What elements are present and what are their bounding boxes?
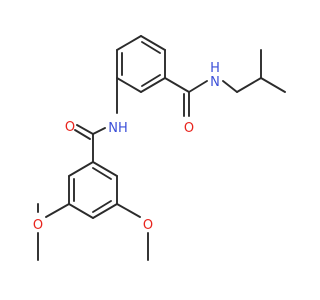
methoxy-oxygen-label-right: O xyxy=(143,218,153,233)
upper-benzene-ring xyxy=(116,35,166,93)
amide-nh-label: NH xyxy=(108,121,128,136)
isobutyl-amide-group xyxy=(164,49,286,117)
amide-n-label: N xyxy=(210,75,220,90)
methoxy-groups xyxy=(37,203,149,261)
carbonyl-oxygen-label-left: O xyxy=(65,120,75,135)
lower-benzene-ring xyxy=(68,161,118,219)
molecule-structure: O O NH H N O O xyxy=(33,35,286,261)
carbonyl-oxygen-label-right: O xyxy=(184,121,194,136)
amide-h-label: H xyxy=(210,61,220,76)
methoxy-oxygen-label-left: O xyxy=(33,218,43,233)
benzamide-linkage xyxy=(74,77,118,163)
